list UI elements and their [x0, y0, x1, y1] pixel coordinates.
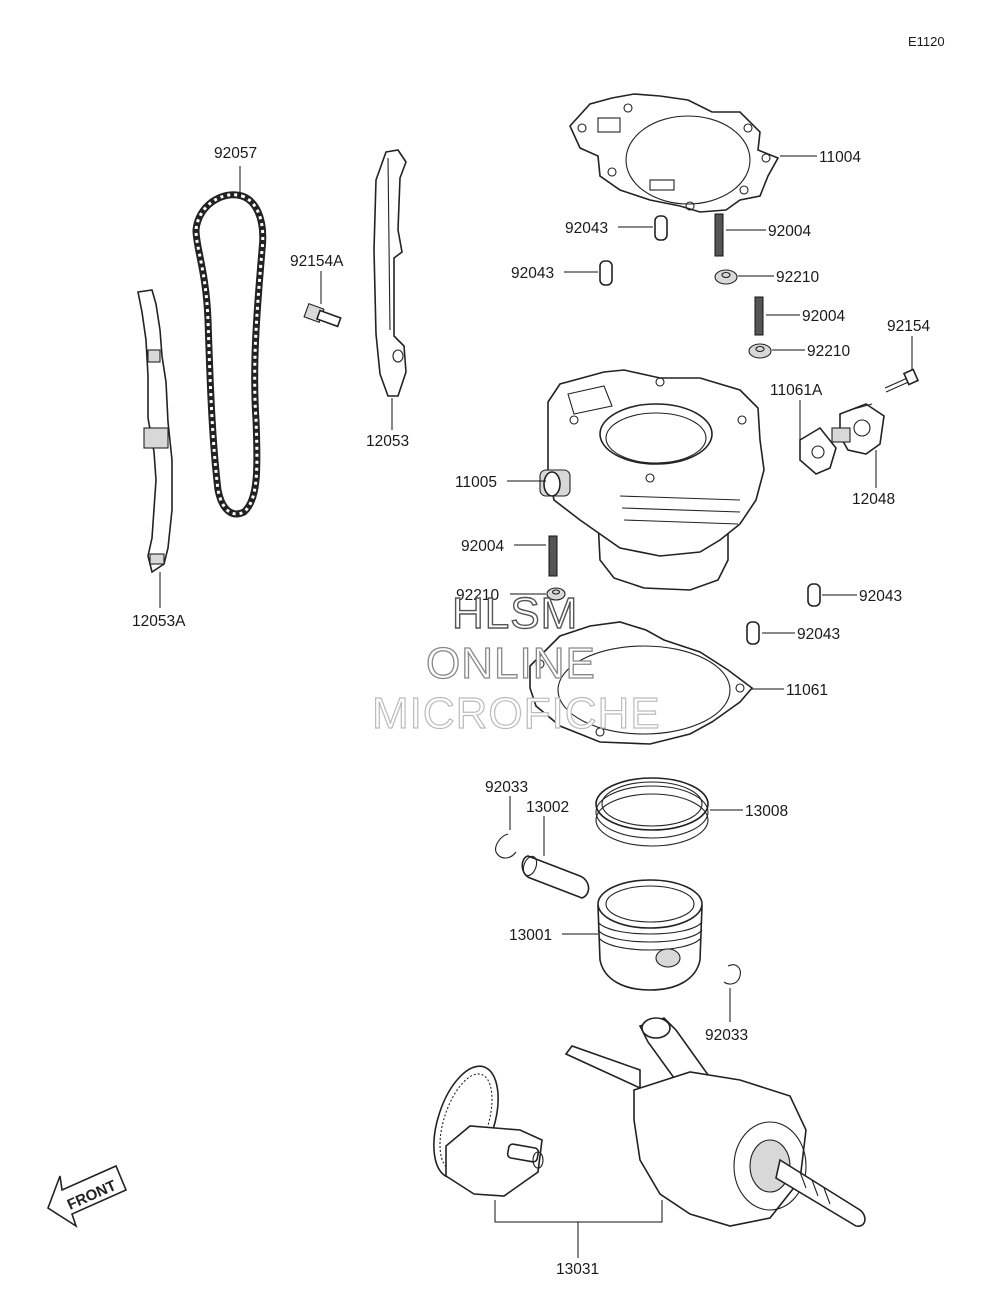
nut[interactable] [546, 587, 566, 601]
label-92004-a: 92004 [768, 223, 811, 240]
stud[interactable] [714, 213, 724, 257]
label-12053: 12053 [366, 433, 409, 450]
chain-guide[interactable] [373, 149, 407, 397]
dowel-pin[interactable] [599, 260, 613, 286]
label-92210-a: 92210 [776, 269, 819, 286]
label-92004-b: 92004 [802, 308, 845, 325]
label-92210-c: 92210 [456, 587, 499, 604]
label-92043-a: 92043 [565, 220, 608, 237]
front-arrow-icon: FRONT [47, 1164, 128, 1228]
label-11004: 11004 [819, 149, 861, 166]
cylinder-block[interactable] [539, 369, 765, 591]
stud[interactable] [754, 296, 764, 336]
nut[interactable] [714, 269, 738, 285]
balancer-shaft[interactable] [421, 1058, 544, 1197]
cylinder-head-gasket[interactable] [569, 93, 780, 213]
label-92154A: 92154A [290, 253, 344, 270]
label-13008: 13008 [745, 803, 788, 820]
label-11061: 11061 [786, 682, 828, 699]
nut[interactable] [748, 343, 772, 359]
piston[interactable] [597, 879, 703, 991]
dowel-pin[interactable] [654, 215, 668, 241]
label-13001: 13001 [509, 927, 552, 944]
crankshaft[interactable] [564, 1017, 866, 1227]
label-11061A: 11061A [770, 382, 823, 399]
piston-pin-circlip[interactable] [723, 964, 741, 985]
dowel-pin[interactable] [746, 621, 760, 645]
cylinder-base-gasket[interactable] [529, 621, 754, 745]
label-92033-a: 92033 [485, 779, 528, 796]
label-92210-b: 92210 [807, 343, 850, 360]
label-13002: 13002 [526, 799, 569, 816]
stud[interactable] [548, 535, 558, 577]
cam-chain-tensioner[interactable] [831, 403, 885, 455]
watermark-line-1: HLSM [452, 589, 578, 638]
chain-guide-lower[interactable] [137, 289, 173, 574]
tensioner-gasket[interactable] [799, 426, 837, 475]
cam-chain[interactable] [192, 191, 267, 518]
piston-pin[interactable] [521, 855, 590, 899]
label-92043-b: 92043 [511, 265, 554, 282]
label-92043-c: 92043 [859, 588, 902, 605]
label-92154: 92154 [887, 318, 930, 335]
diagram-code: E1120 [908, 34, 945, 49]
watermark-line-2: ONLINE [426, 639, 596, 688]
guide-bolt[interactable] [303, 302, 342, 328]
label-12048: 12048 [852, 491, 895, 508]
label-92033-b: 92033 [705, 1027, 748, 1044]
label-12053A: 12053A [132, 613, 186, 630]
piston-pin-circlip[interactable] [495, 833, 517, 859]
label-92043-d: 92043 [797, 626, 840, 643]
piston-ring-set[interactable] [595, 777, 709, 847]
tensioner-bolt[interactable] [884, 368, 920, 393]
label-13031: 13031 [556, 1261, 599, 1278]
label-92004-c: 92004 [461, 538, 504, 555]
watermark-line-3: MICROFICHE [372, 689, 661, 738]
label-92057: 92057 [214, 145, 257, 162]
dowel-pin[interactable] [807, 583, 821, 607]
label-11005: 11005 [455, 474, 497, 491]
